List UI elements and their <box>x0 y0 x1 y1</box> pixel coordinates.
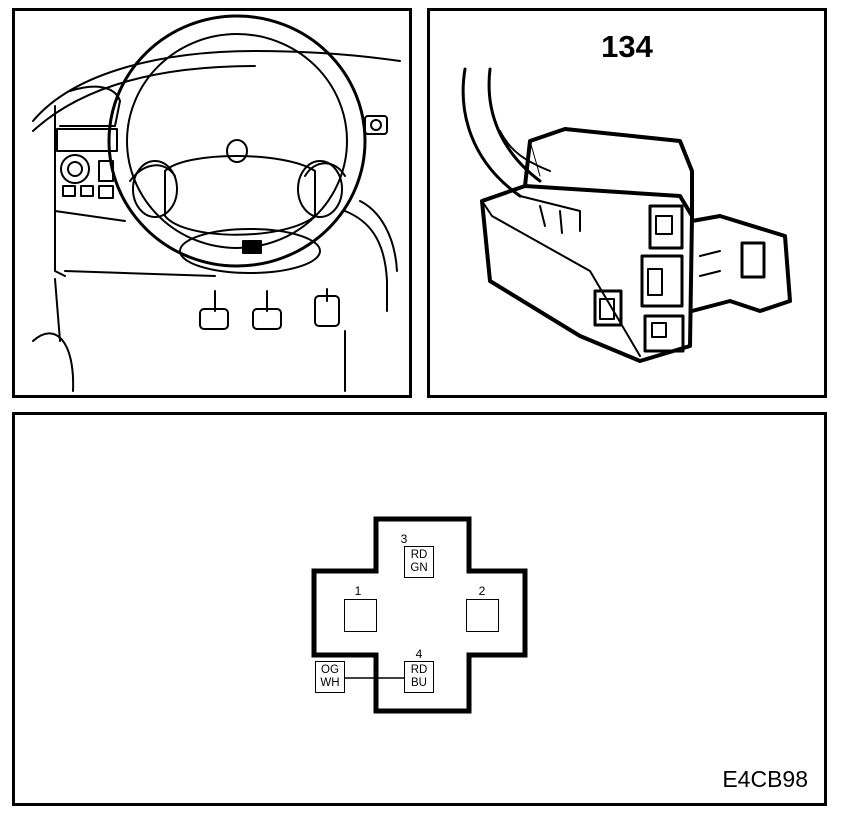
pin-3-number: 3 <box>400 532 408 546</box>
pin-2-cavity <box>466 599 499 632</box>
connector-number: 134 <box>601 29 653 64</box>
dashboard-illustration-icon <box>32 14 401 392</box>
connector-face-outline-icon <box>311 516 528 714</box>
pin-2-number: 2 <box>478 584 486 598</box>
pin-3-wire-color-primary: RD <box>410 549 428 561</box>
splice-wire-color-primary: OG <box>321 664 339 676</box>
connector-view-panel: 134 <box>427 8 827 398</box>
splice-wire-color-stripe: WH <box>320 677 340 689</box>
location-view-panel <box>12 8 412 398</box>
pin-4-number: 4 <box>415 647 423 661</box>
pin-4-wire-color-primary: RD <box>410 664 428 676</box>
pinout-panel: 3 RD GN 1 2 4 RD BU OG WH E4CB98 <box>12 412 827 806</box>
pin-1-cavity <box>344 599 377 632</box>
pin-4-wire-color: RD BU <box>404 661 434 693</box>
connector-illustration-icon <box>461 67 792 363</box>
pin-1-number: 1 <box>354 584 362 598</box>
pin-3-wire-color: RD GN <box>404 546 434 578</box>
pin-3-wire-color-stripe: GN <box>410 562 428 574</box>
figure-code: E4CB98 <box>722 766 808 792</box>
splice-wire-color: OG WH <box>315 661 345 693</box>
pin-4-wire-color-stripe: BU <box>411 677 427 689</box>
